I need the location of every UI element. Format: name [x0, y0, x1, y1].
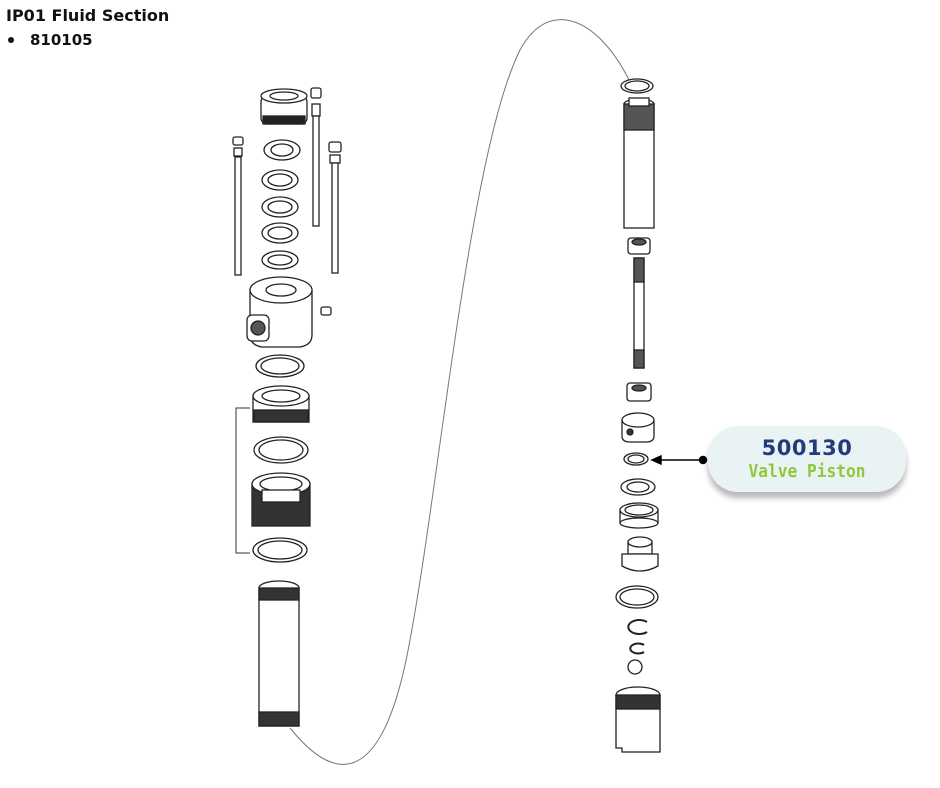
bullet-icon — [8, 37, 14, 43]
displacement-rod — [623, 97, 655, 229]
seal-bracket — [235, 407, 250, 554]
part-callout: 500130 Valve Piston — [708, 426, 906, 492]
packing-ring-2 — [261, 196, 299, 218]
throat-packing-ring — [263, 139, 301, 161]
cylinder-seal-upper — [252, 385, 310, 423]
callout-part-number: 500130 — [761, 436, 853, 460]
fluid-cylinder — [258, 580, 300, 727]
assembly-connector-curve — [289, 19, 631, 765]
packing-ring-4 — [261, 250, 299, 270]
retaining-clip-2 — [629, 642, 645, 655]
callout-part-name: Valve Piston — [748, 461, 866, 482]
page-title: IP01 Fluid Section — [6, 6, 170, 25]
foot-valve-o-ring — [615, 585, 659, 609]
seal-o-ring-middle — [253, 436, 309, 464]
foot-valve-housing — [615, 686, 661, 753]
piston-rod — [633, 257, 645, 369]
housing-o-ring — [255, 354, 305, 378]
rod-nut-lower — [626, 382, 652, 402]
cylinder-seal-lower — [251, 472, 311, 527]
check-ball — [627, 659, 643, 675]
tie-rod-left — [232, 136, 244, 276]
rod-nut-upper — [627, 237, 651, 255]
seal-o-ring-lower — [252, 537, 308, 563]
callout-leader — [650, 454, 708, 466]
packing-ring-1 — [261, 169, 299, 191]
small-fitting — [320, 306, 332, 316]
valve-piston-ring — [623, 452, 649, 466]
assembly-part-number: 810105 — [30, 31, 93, 49]
assembly-part-number-item: 810105 — [8, 31, 93, 49]
top-o-ring — [620, 78, 654, 94]
packing-nut-part — [260, 88, 308, 125]
packing-ring-3 — [261, 222, 299, 244]
tie-rod-center — [310, 87, 322, 227]
piston-valve-housing — [621, 412, 655, 443]
piston-seat — [621, 536, 659, 572]
piston-packing-cup — [619, 502, 659, 529]
tie-rod-right — [328, 141, 342, 274]
retaining-clip-1 — [627, 619, 648, 635]
fluid-housing-part — [246, 276, 313, 348]
piston-washer — [620, 478, 656, 496]
